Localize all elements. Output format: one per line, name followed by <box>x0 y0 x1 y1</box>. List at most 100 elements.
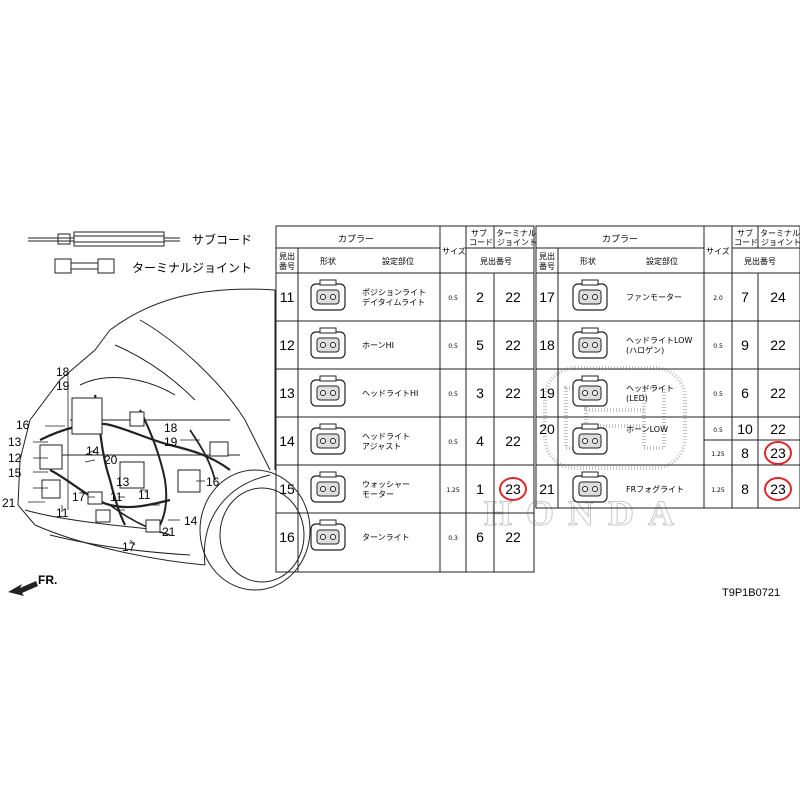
callout-14b: 14 <box>184 514 198 528</box>
left-13-connector-pin-a <box>320 390 326 396</box>
right-18-connector-icon <box>572 327 608 359</box>
left-part-label: ヘッドライト <box>362 432 410 441</box>
left-header-tj-1: ターミナル <box>496 229 536 238</box>
right-19-connector-icon <box>572 375 608 407</box>
left-part-label: ホーンHI <box>362 341 394 350</box>
left-14-connector-icon <box>310 423 346 455</box>
right-19-connector-pin-b <box>592 390 598 396</box>
right-ref-number: 20 <box>539 421 555 437</box>
right-terminal-joint-extra: 23 <box>770 445 786 461</box>
left-size: 1.25 <box>446 487 460 494</box>
left-13-connector-latch <box>319 375 337 382</box>
callout-20: 20 <box>104 453 118 467</box>
front-arrow: FR. <box>8 573 57 596</box>
callout-14: 14 <box>86 444 100 458</box>
left-subcord: 3 <box>476 385 484 401</box>
left-size: 0.5 <box>448 295 458 302</box>
right-part-label: (ハロゲン) <box>626 345 664 355</box>
left-11-connector-pin-b <box>330 294 336 300</box>
left-12-connector-face <box>316 337 340 353</box>
left-11-connector-face <box>316 289 340 305</box>
right-subcord: 7 <box>741 289 749 305</box>
left-11-connector-latch <box>319 279 337 286</box>
honda-watermark <box>543 366 687 470</box>
left-ref-number: 13 <box>279 385 295 401</box>
left-part-label: ヘッドライトHI <box>362 389 418 398</box>
right-ref-number: 19 <box>539 385 555 401</box>
right-terminal-joint: 22 <box>770 337 786 353</box>
subcord-label: サブコード <box>192 232 252 247</box>
left-16-connector-pin-a <box>320 534 326 540</box>
callout-21b: 21 <box>162 525 176 539</box>
left-subcord: 5 <box>476 337 484 353</box>
right-part-label: ヘッドライトLOW <box>626 336 692 345</box>
callout-15: 15 <box>8 466 22 480</box>
left-row-12: 12 ホーンHI 0.5 5 22 <box>279 327 521 359</box>
left-subcord: 1 <box>476 481 484 497</box>
left-12-connector-pin-b <box>330 342 336 348</box>
left-15-connector-icon <box>310 471 346 503</box>
right-highlight-circle-extra <box>764 441 792 465</box>
right-part-label: ホーンLOW <box>626 425 668 434</box>
part-code: T9P1B0721 <box>722 587 780 599</box>
callout-16: 16 <box>16 418 30 432</box>
left-13-connector-pin-b <box>330 390 336 396</box>
left-size: 0.5 <box>448 343 458 350</box>
right-header-sub-1: サブ <box>737 228 753 238</box>
right-header-refpage: 見出番号 <box>744 256 776 266</box>
left-16-connector-latch <box>319 519 337 526</box>
right-17-connector-icon <box>572 279 608 311</box>
right-terminal-joint: 22 <box>770 385 786 401</box>
left-ref-number: 14 <box>279 433 295 449</box>
left-terminal-joint: 22 <box>505 337 521 353</box>
left-header-size: サイズ <box>442 246 466 256</box>
left-size: 0.5 <box>448 439 458 446</box>
right-18-connector-pin-a <box>582 342 588 348</box>
right-terminal-joint: 23 <box>770 481 786 497</box>
right-20-connector-face <box>578 433 602 449</box>
callout-17b: 17 <box>122 540 136 554</box>
left-12-connector-latch <box>319 327 337 334</box>
left-ref-number: 12 <box>279 337 295 353</box>
right-21-connector-icon <box>572 471 608 503</box>
left-header-shape: 形状 <box>320 256 336 266</box>
right-ref-number: 18 <box>539 337 555 353</box>
left-header-ref-1: 見出 <box>279 251 295 261</box>
right-part-label: (LED) <box>626 394 648 403</box>
left-14-connector-pin-b <box>330 438 336 444</box>
terminal-joint-symbol <box>54 258 115 274</box>
left-14-connector-face <box>316 433 340 449</box>
left-subcord: 4 <box>476 433 484 449</box>
terminal-joint-label: ターミナルジョイント <box>132 261 252 275</box>
right-19-connector-face <box>578 385 602 401</box>
left-terminal-joint: 22 <box>505 289 521 305</box>
right-20-connector-latch <box>581 423 599 430</box>
callout-11b: 11 <box>110 490 123 504</box>
right-part-label: FRフォグライト <box>626 484 684 494</box>
left-subcord: 2 <box>476 289 484 305</box>
right-subcord-extra: 8 <box>741 445 749 461</box>
diagram-callouts: 18 19 16 13 14 20 12 15 21 11 17 11 13 1… <box>2 365 220 554</box>
right-coupler-table: カプラー 見出 番号 形状 設定部位 サイズ サブ コード ターミナル ジョイン… <box>535 225 800 509</box>
left-header-sub-1: サブ <box>471 228 487 238</box>
left-highlight-circle <box>499 477 527 501</box>
right-size: 0.5 <box>713 391 723 398</box>
right-terminal-joint: 22 <box>770 421 786 437</box>
right-size: 1.25 <box>711 487 725 494</box>
left-part-label: ターンライト <box>362 533 410 542</box>
right-terminal-joint: 24 <box>770 289 786 305</box>
right-19-connector-latch <box>581 375 599 382</box>
right-subcord: 6 <box>741 385 749 401</box>
left-15-connector-pin-a <box>320 486 326 492</box>
callout-16b: 16 <box>206 475 220 489</box>
right-17-connector-face <box>578 289 602 305</box>
callout-11: 11 <box>56 506 69 520</box>
